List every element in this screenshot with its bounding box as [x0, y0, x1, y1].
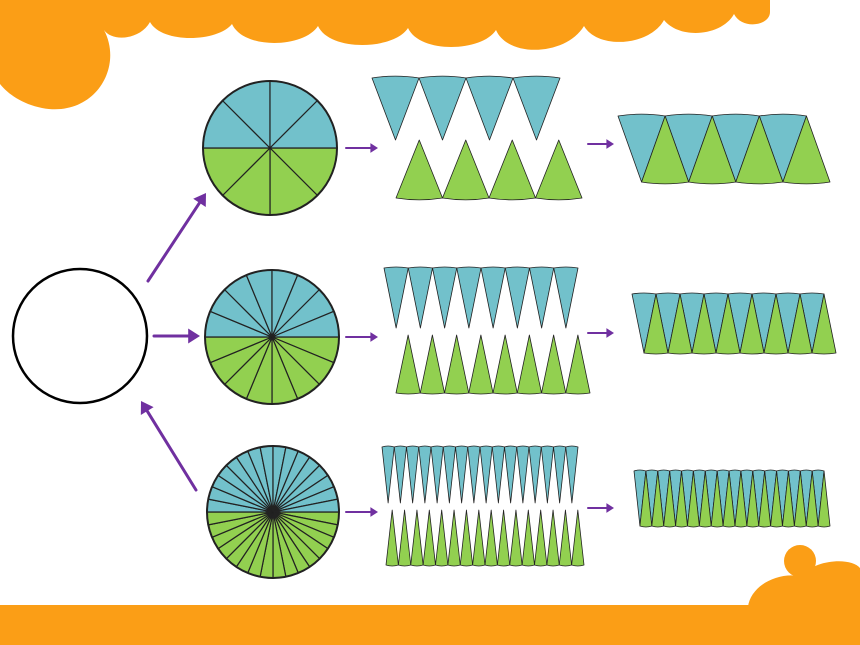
row-16-sectors-green-sector	[419, 334, 445, 395]
row-32-sectors-green-sector	[521, 509, 535, 567]
row-32-sectors-green-sector	[509, 509, 523, 567]
row-32-sectors-green-sector	[484, 509, 498, 567]
row-8-sectors-green-sector	[395, 139, 443, 201]
footer-bar	[0, 605, 860, 645]
arrow-to-top-pie-shaft	[146, 199, 203, 283]
row-32-sectors-blue-sector	[393, 445, 407, 504]
row-32-sectors-blue-sector	[528, 445, 542, 504]
row-32-sectors-strip-green	[817, 470, 831, 528]
arrow-from-bottom-pie-head	[140, 401, 154, 415]
row-32-sectors-green-sector	[459, 509, 474, 567]
arrow-from-bottom-pie-shaft	[144, 407, 198, 492]
row-16-sectors-green-sector	[541, 334, 567, 395]
arrow-to-top-pie-head	[193, 193, 206, 207]
row-32-sectors-green-sector	[447, 509, 461, 567]
row-16-sectors-blue-sector	[456, 266, 482, 329]
row-8-sectors-blue-sector	[465, 75, 514, 141]
row-32-sectors-blue-sector	[381, 445, 395, 504]
row-32-sectors-arrow-to-halves-head	[370, 507, 378, 517]
row-16-sectors-green-sector	[565, 334, 591, 395]
row-16-sectors-arrow-to-halves-head	[370, 332, 378, 342]
row-32-sectors-blue-sector	[430, 445, 444, 504]
row-16-sectors-strip-green	[811, 293, 837, 355]
row-32-sectors-green-sector	[435, 509, 449, 567]
row-32-sectors-green-sector	[422, 509, 436, 567]
row-32-sectors-blue-sector	[479, 445, 493, 504]
row-32-sectors-blue-sector	[467, 445, 481, 504]
top-cloud-banner	[0, 0, 770, 110]
row-16-sectors-blue-sector	[504, 266, 530, 329]
row-8-sectors	[202, 75, 831, 216]
row-8-sectors-strip-green	[782, 115, 831, 185]
row-16-sectors-green-sector	[468, 334, 494, 395]
row-32-sectors-blue-sector	[455, 445, 469, 504]
orange-dot	[784, 545, 816, 577]
source-circle	[11, 267, 149, 405]
row-32-sectors-green-sector	[546, 509, 560, 567]
row-16-sectors-blue-sector	[383, 266, 409, 329]
row-32-sectors-arrow-to-strip-head	[606, 503, 614, 513]
arrow-to-middle-pie-head	[188, 328, 200, 344]
row-8-sectors-circle-outline	[202, 80, 338, 216]
row-16-sectors-arrow-to-strip-head	[606, 328, 614, 338]
bottom-right-cloud	[748, 561, 860, 607]
row-8-sectors-blue-sector	[418, 75, 467, 141]
row-32-sectors-blue-sector	[406, 445, 420, 504]
row-16-sectors-blue-sector	[432, 266, 458, 329]
row-8-sectors-blue-sector	[371, 75, 420, 141]
row-32-sectors-blue-sector	[491, 445, 505, 504]
row-8-sectors-green-sector	[442, 139, 490, 201]
row-32-sectors-green-sector	[385, 509, 399, 567]
row-32-sectors-green-sector	[496, 509, 511, 567]
row-32-sectors-green-sector	[397, 509, 412, 567]
row-8-sectors-blue-sector	[512, 75, 561, 141]
row-32-sectors-blue-sector	[540, 445, 554, 504]
decoration-layer	[0, 0, 860, 607]
row-16-sectors-green-sector	[516, 334, 542, 395]
row-8-sectors-arrow-to-halves-head	[370, 143, 378, 153]
row-8-sectors-green-sector	[535, 139, 583, 201]
row-8-sectors-arrow-to-strip-head	[606, 139, 614, 149]
row-32-sectors-blue-sector	[553, 445, 567, 504]
row-16-sectors-blue-sector	[553, 266, 579, 329]
row-32-sectors-blue-sector	[442, 445, 456, 504]
row-32-sectors-green-sector	[410, 509, 424, 567]
row-32-sectors-blue-sector	[418, 445, 432, 504]
row-16-sectors-green-sector	[492, 334, 518, 395]
row-32-sectors-blue-sector	[516, 445, 530, 504]
row-8-sectors-green-sector	[488, 139, 536, 201]
row-16-sectors-green-sector	[444, 334, 470, 395]
rows-layer	[11, 75, 837, 579]
row-32-sectors-green-sector	[472, 509, 486, 567]
row-32-sectors-circle-outline	[206, 445, 340, 579]
row-32-sectors-green-sector	[571, 509, 585, 567]
row-16-sectors-green-sector	[395, 334, 421, 395]
row-32-sectors-blue-sector	[504, 445, 518, 504]
arrows-layer	[140, 193, 206, 492]
row-32-sectors-blue-sector	[565, 445, 579, 504]
row-16-sectors	[204, 266, 837, 405]
row-16-sectors-blue-sector	[529, 266, 555, 329]
row-16-sectors-blue-sector	[407, 266, 433, 329]
row-32-sectors	[206, 445, 831, 579]
row-32-sectors-green-sector	[558, 509, 573, 567]
row-32-sectors-green-sector	[534, 509, 548, 567]
row-16-sectors-circle-outline	[204, 269, 340, 405]
row-16-sectors-blue-sector	[480, 266, 506, 329]
